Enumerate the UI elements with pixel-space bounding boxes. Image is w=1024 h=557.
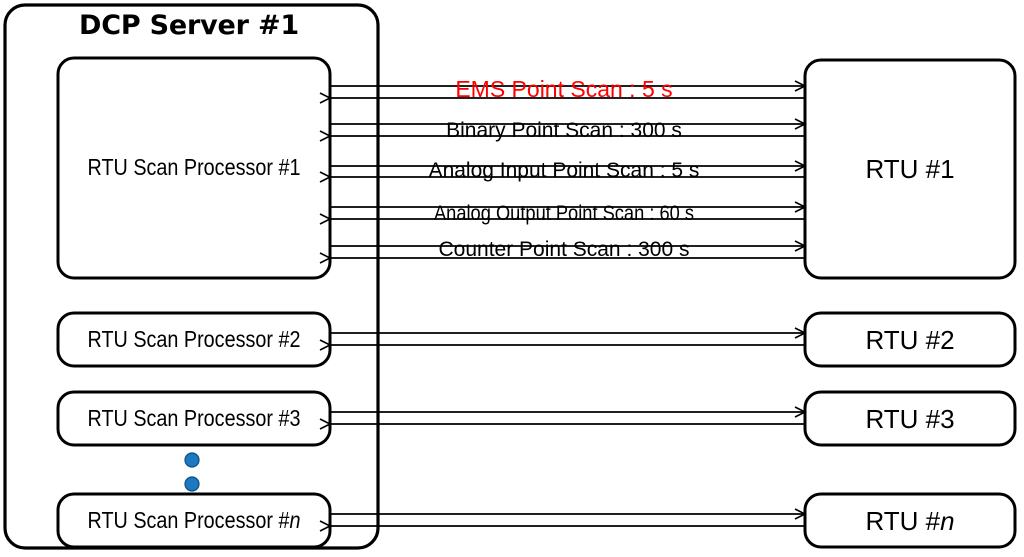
rtu-scan-processor-label-1: RTU Scan Processor #1 [87,154,301,180]
scan-interval-label-5: Counter Point Scan : 300 s [438,238,690,261]
rtu-box-4 [803,492,1017,549]
rtu-label-1: RTU #1 [865,154,955,184]
ellipsis-dot-2 [184,476,200,492]
rtu-label-4: RTU #n [865,505,955,536]
ellipsis-dot-1 [184,452,200,468]
index-variable-n: n [289,506,301,533]
scan-interval-label-2: Binary Point Scan : 300 s [446,119,682,142]
rtu-label-2: RTU #2 [865,324,955,355]
scan-interval-label-3: Analog Input Point Scan : 5 s [428,159,700,182]
rtu-scan-processor-label-3: RTU Scan Processor #3 [87,404,301,431]
rtu-box-2 [803,311,1017,368]
scan-interval-label-1: EMS Point Scan : 5 s [455,76,673,102]
scan-interval-label-4: Analog Output Point Scan : 60 s [433,202,695,225]
page-title: DCP Server #1 [79,10,299,41]
rtu-label-3: RTU #3 [865,403,955,434]
rtu-scan-processor-box-1 [56,56,332,280]
index-variable-n: n [940,505,955,536]
rtu-box-3 [803,390,1017,447]
rtu-scan-processor-label-4: RTU Scan Processor #n [87,506,301,533]
rtu-scan-processor-label-2: RTU Scan Processor #2 [87,325,301,352]
